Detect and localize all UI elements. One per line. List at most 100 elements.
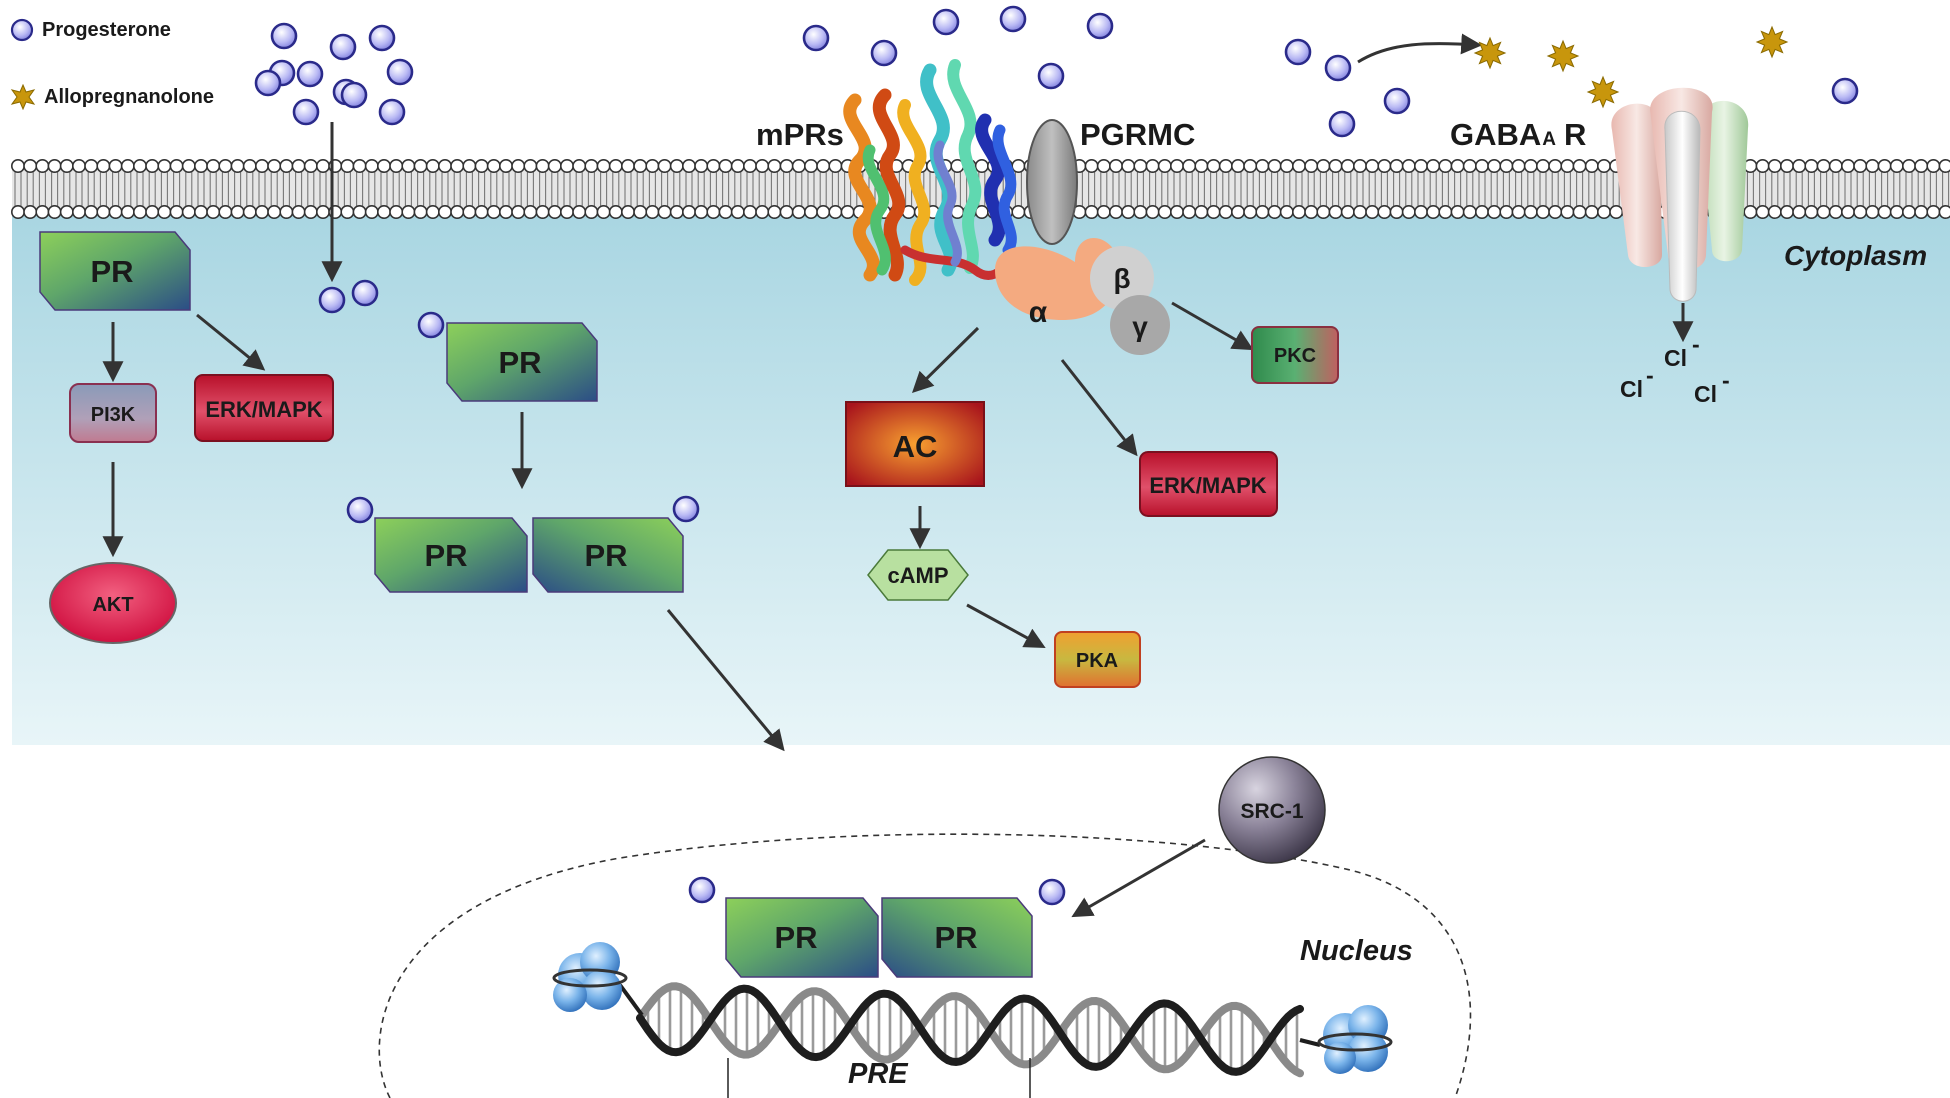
- svg-text:Cl: Cl: [1620, 376, 1643, 402]
- progesterone-molecule-icon: [318, 286, 346, 314]
- progesterone-molecule-icon: [1328, 110, 1356, 138]
- pka-node: PKA: [1054, 631, 1141, 688]
- chloride-ion: Cl -: [1694, 367, 1730, 407]
- legend-allopregnanolone: Allopregnanolone: [10, 84, 214, 110]
- progesterone-molecule-icon: [1324, 54, 1352, 82]
- pr-label: PR: [934, 920, 977, 955]
- svg-text:Cl: Cl: [1664, 345, 1687, 371]
- arrow-galpha-erk: [1060, 359, 1138, 457]
- g-gamma-subunit: [1110, 295, 1170, 355]
- legend-progesterone-label: Progesterone: [42, 18, 171, 41]
- progesterone-molecule-icon: [672, 495, 700, 523]
- progesterone-molecule-icon: [340, 81, 368, 109]
- arrow-pr-erk: [196, 313, 266, 371]
- arrow-galpha-ac: [912, 326, 980, 393]
- camp-node: cAMP: [867, 549, 969, 601]
- ac-label: AC: [893, 429, 938, 464]
- erk-mapk-node-right: ERK/MAPK: [1139, 451, 1278, 517]
- pkc-node: PKC: [1251, 326, 1339, 384]
- dna-helix: [618, 982, 1321, 1078]
- pr-label: PR: [774, 920, 817, 955]
- pkc-label: PKC: [1274, 345, 1316, 367]
- pr-label: PR: [584, 538, 627, 573]
- pr-dimer-nucleus: PR PR: [725, 897, 1033, 978]
- arrow-camp-pka: [966, 603, 1046, 649]
- progesterone-molecule-icon: [351, 279, 379, 307]
- progesterone-molecule-icon: [270, 22, 298, 50]
- g-beta-label: β: [1113, 263, 1130, 294]
- arrow-progesterone-allopregnanolone: [1357, 33, 1483, 64]
- g-gamma-label: γ: [1132, 311, 1148, 342]
- allopregnanolone-molecules: [1473, 25, 1789, 109]
- progesterone-molecule-icon: [1037, 62, 1065, 90]
- allopregnanolone-star-icon: [1755, 25, 1789, 59]
- akt-node: AKT: [49, 562, 177, 644]
- g-beta-subunit: [1090, 246, 1154, 310]
- allopregnanolone-icon: [10, 84, 36, 110]
- progesterone-icon: [10, 18, 34, 42]
- pre-label: PRE: [848, 1058, 909, 1090]
- progesterone-molecule-icon: [932, 8, 960, 36]
- allopregnanolone-star-icon: [1546, 39, 1580, 73]
- progesterone-molecule-icon: [254, 69, 282, 97]
- nucleosome-left-icon: [552, 942, 628, 1012]
- g-alpha-subunit: [995, 238, 1120, 320]
- ac-node: AC: [845, 401, 985, 487]
- nucleus-label: Nucleus: [1300, 935, 1413, 967]
- progesterone-molecule-icon: [378, 98, 406, 126]
- pr-dimer-cytoplasm: PR PR: [374, 517, 684, 593]
- src1-label: SRC-1: [1240, 800, 1303, 823]
- progesterone-molecule-icon: [1086, 12, 1114, 40]
- pka-label: PKA: [1076, 650, 1118, 672]
- progesterone-molecule-icon: [329, 33, 357, 61]
- pr-box-left: PR: [39, 231, 191, 311]
- nucleus-boundary: [378, 833, 1472, 1098]
- gabaa-receptor-icon: [1611, 87, 1749, 302]
- erk-mapk-node-left: ERK/MAPK: [194, 374, 334, 442]
- chloride-ion: Cl -: [1620, 362, 1654, 402]
- pgrmc-label: PGRMC: [1080, 117, 1195, 152]
- svg-text:-: -: [1692, 331, 1700, 357]
- nucleosome-right-icon: [1317, 1005, 1393, 1074]
- pr-box-mid: PR: [446, 322, 598, 402]
- progesterone-molecule-icon: [688, 876, 716, 904]
- svg-text:-: -: [1646, 362, 1654, 388]
- progesterone-molecule-icon: [296, 60, 324, 88]
- g-alpha-label: α: [1029, 296, 1048, 329]
- arrow-dimer-nucleus: [666, 609, 785, 752]
- cytoplasm-label: Cytoplasm: [1784, 240, 1927, 271]
- progesterone-molecule-icon: [1831, 77, 1859, 105]
- camp-label: cAMP: [887, 563, 948, 588]
- arrow-gbg-pkc: [1171, 301, 1254, 351]
- progesterone-molecule-icon: [346, 496, 374, 524]
- mprs-receptor-icon: [843, 59, 1017, 286]
- chloride-ion: Cl -: [1664, 331, 1700, 371]
- allopregnanolone-star-icon: [1473, 36, 1507, 70]
- pr-label: PR: [498, 345, 541, 380]
- progesterone-molecules: [254, 5, 1859, 906]
- legend-allopregnanolone-label: Allopregnanolone: [44, 85, 214, 108]
- progesterone-molecule-icon: [802, 24, 830, 52]
- progesterone-molecule-icon: [870, 39, 898, 67]
- progesterone-molecule-icon: [386, 58, 414, 86]
- mprs-label: mPRs: [756, 117, 844, 152]
- progesterone-molecule-icon: [1284, 38, 1312, 66]
- src1-node: SRC-1: [1218, 756, 1326, 864]
- legend-progesterone: Progesterone: [10, 18, 171, 42]
- pr-label: PR: [424, 538, 467, 573]
- progesterone-molecule-icon: [1038, 878, 1066, 906]
- erk-mapk-label: ERK/MAPK: [1149, 473, 1266, 498]
- svg-text:Cl: Cl: [1694, 381, 1717, 407]
- progesterone-molecule-icon: [368, 24, 396, 52]
- progesterone-molecule-icon: [292, 98, 320, 126]
- progesterone-molecule-icon: [999, 5, 1027, 33]
- progesterone-molecule-icon: [417, 311, 445, 339]
- arrow-src1-pr: [1071, 838, 1206, 918]
- pi3k-label: PI3K: [91, 404, 136, 426]
- pr-label: PR: [90, 254, 133, 289]
- pi3k-node: PI3K: [69, 383, 157, 443]
- akt-label: AKT: [92, 594, 133, 616]
